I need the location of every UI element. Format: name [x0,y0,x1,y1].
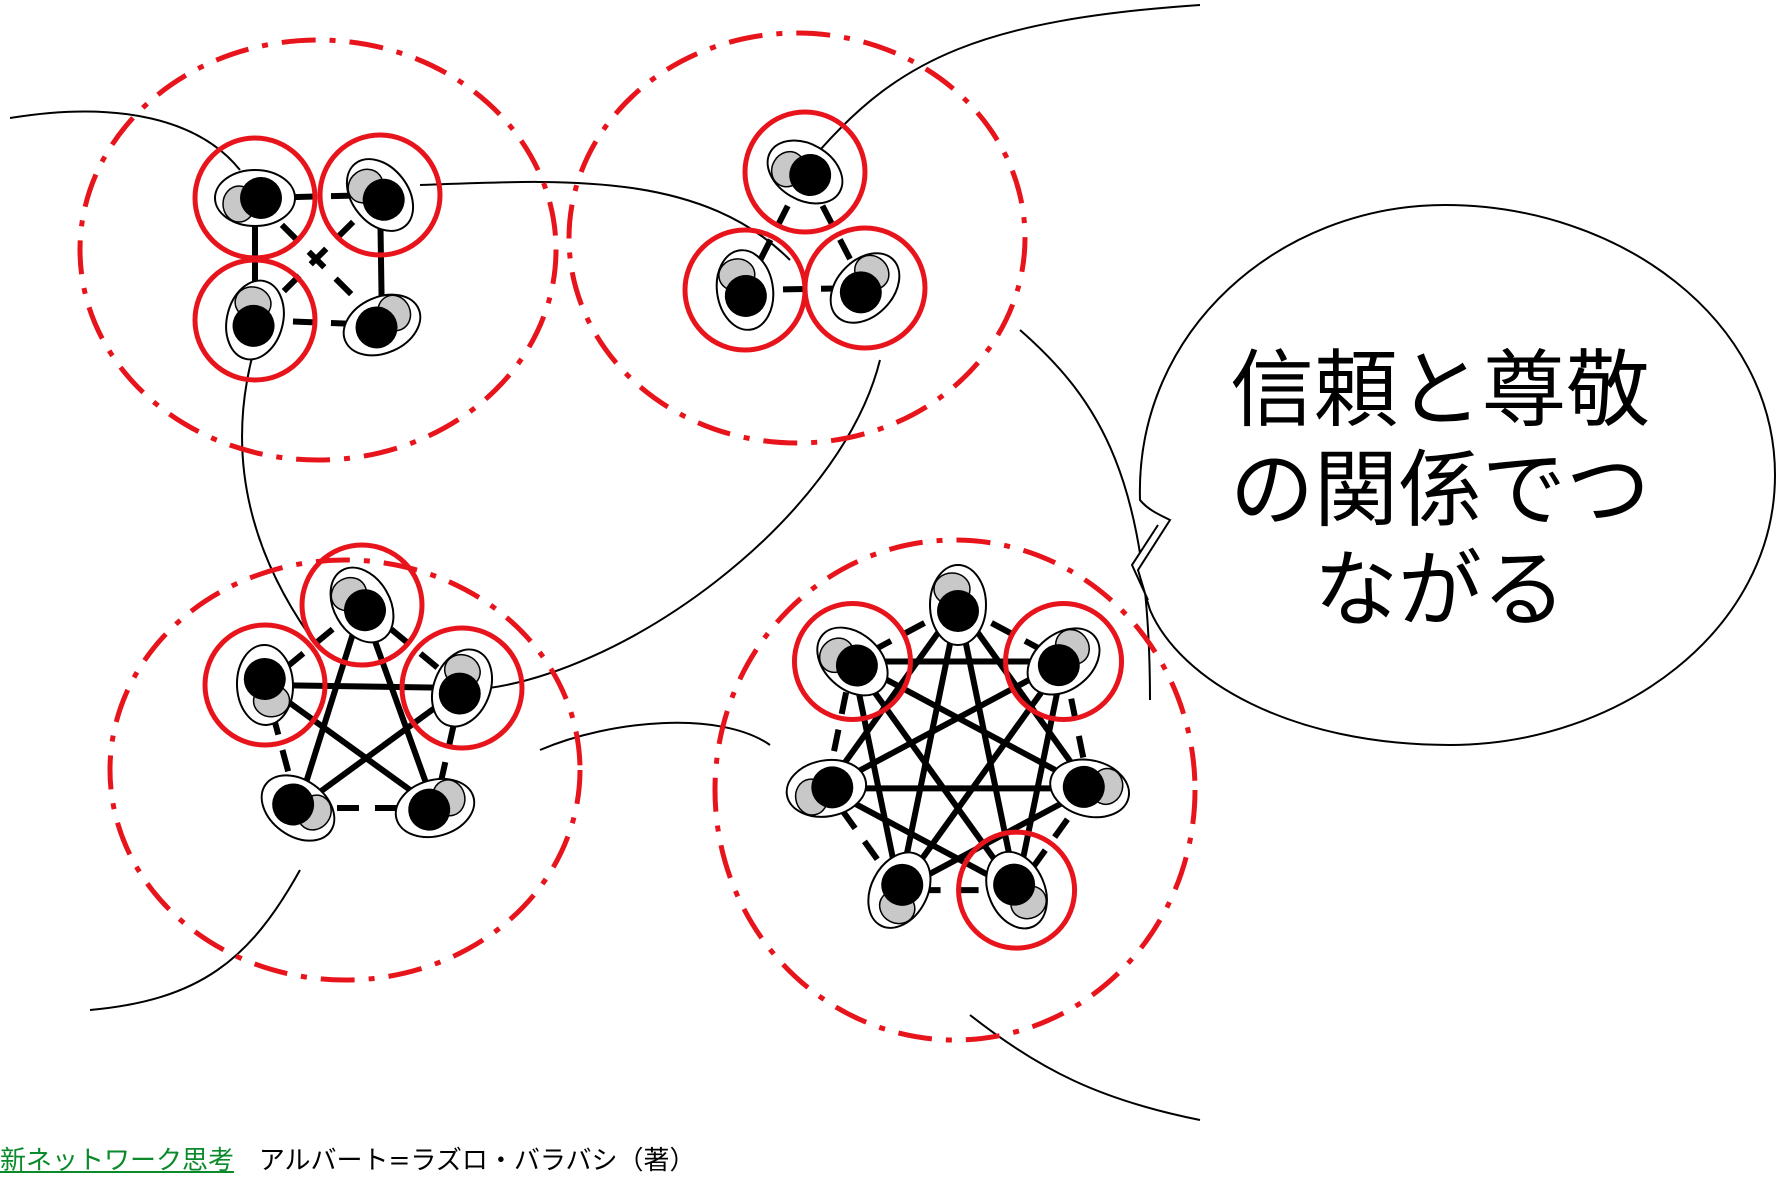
person-icon [235,644,295,726]
tie-line [823,603,961,791]
person-icon [785,758,868,818]
group-ties [252,170,1093,894]
highlight-circle [791,600,913,722]
bubble-text: 信頼と尊敬 の関係でつ ながる [1180,340,1700,640]
person-icon [867,851,932,929]
person-head [881,863,924,906]
tie-line [955,603,1093,791]
bubble-line-1: 信頼と尊敬 [1229,341,1650,439]
person-icon [345,158,415,232]
tie-line [849,660,903,891]
citation: 新ネットワーク思考 アルバート=ラズロ・バラバシ（著） [0,1140,696,1177]
group-boundary [77,37,559,463]
bubble-line-3: ながる [1313,541,1566,639]
highlight-circle [802,225,928,351]
person-icon [431,648,493,728]
tie-line [263,682,437,811]
connector-curve [539,721,771,751]
connector-curve [419,180,791,261]
tie-line [824,658,1065,792]
group-boundaries [77,30,1198,1043]
people [214,139,1131,930]
person-head [408,788,451,831]
tie-line [851,658,1092,792]
book-title-link[interactable]: 新ネットワーク思考 [0,1146,235,1176]
connector-curve [241,329,321,651]
person-head [344,589,386,632]
person-icon [1026,627,1101,696]
person-icon [394,777,476,839]
tie-line [955,604,1020,891]
person-head [993,863,1036,906]
group-boundary [566,30,1028,446]
tie-line [898,785,1092,893]
highlight-circle [1003,600,1125,722]
highlight-circles [192,109,1125,951]
person-icon [816,626,889,697]
person-head [232,304,275,347]
highlight-circle [742,109,868,235]
person-icon [260,774,336,842]
person-icon [342,293,422,357]
tie-line [824,785,1018,893]
connector-curve [469,359,881,691]
group-boundary [107,557,583,983]
tie-line [264,682,463,691]
person-icon [329,566,395,644]
person-head [811,766,854,809]
person-head [839,271,882,314]
author-credit: アルバート=ラズロ・バラバシ（著） [258,1146,696,1176]
person-icon [929,564,987,646]
bubble-line-2: の関係でつ [1229,441,1650,539]
person-head [272,783,315,826]
person-icon [1049,758,1131,819]
person-head [243,658,286,701]
highlight-circle [317,132,443,258]
person-icon [214,169,296,227]
person-head [1062,765,1105,808]
connector-curve [9,110,241,171]
person-icon [829,252,901,324]
person-icon [715,249,775,331]
connector-curve [969,1014,1201,1121]
highlight-circle [202,622,328,748]
connector-curve [819,4,1201,151]
tie-line [1013,660,1067,891]
person-head [724,274,767,317]
speech-bubble [1130,203,1777,747]
person-head [789,154,832,196]
connector-curve [1019,329,1151,701]
connector-curve [89,869,301,1011]
person-head [1037,644,1080,687]
highlight-circle [299,542,425,668]
tie-line [896,604,961,891]
person-icon [766,139,844,205]
person-head [438,672,481,715]
tie-line [295,604,365,809]
person-icon [985,850,1048,930]
tie-line [850,659,1020,892]
highlight-circle [956,829,1078,951]
tie-line [252,192,383,323]
person-head [362,178,405,221]
group-boundary [712,537,1198,1043]
person-head [240,177,282,219]
person-icon [225,279,285,361]
person-head [355,306,398,349]
person-head [937,590,979,632]
highlight-circle [399,625,525,751]
person-head [835,644,878,687]
tie-line [252,195,385,328]
tie-line [896,659,1066,892]
highlight-circle [192,257,318,383]
connector-lines [9,4,1201,1121]
